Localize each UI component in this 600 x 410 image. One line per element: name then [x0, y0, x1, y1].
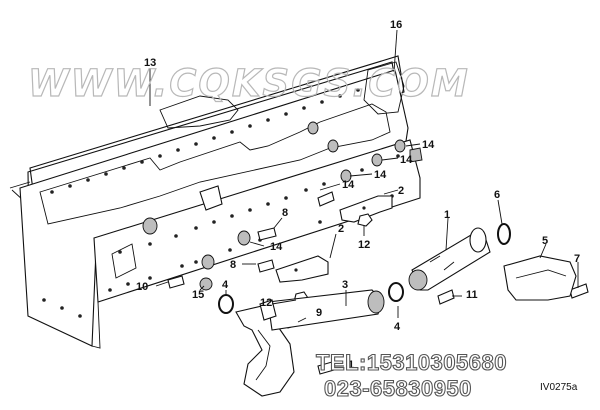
tube-3 — [235, 289, 385, 397]
fittings-8 — [257, 191, 335, 273]
watermark-text: WWW.CQKSGS.COM — [28, 62, 470, 105]
callout-2-b: 2 — [338, 223, 344, 235]
callout-14-b: 14 — [400, 154, 413, 166]
callout-4-b: 4 — [394, 321, 401, 333]
callout-3: 3 — [342, 279, 348, 291]
callout-8-b: 8 — [230, 259, 236, 271]
brackets-2 — [275, 195, 393, 283]
clamp-5 — [503, 255, 577, 301]
callout-11: 11 — [466, 289, 478, 301]
callout-13: 13 — [144, 57, 156, 69]
callout-14-d: 14 — [342, 179, 355, 191]
figure-code: IV0275a — [540, 382, 578, 393]
callout-7: 7 — [574, 253, 580, 265]
phone-number: 023-65830950 — [324, 376, 472, 401]
callout-12-a: 12 — [358, 239, 370, 251]
tube-1 — [408, 227, 491, 291]
callout-14-e: 14 — [270, 241, 283, 253]
leader-lines — [149, 29, 579, 367]
callout-9: 9 — [316, 307, 322, 319]
o-rings — [218, 223, 511, 314]
callout-2-a: 2 — [398, 185, 404, 197]
cooler-core-plate — [91, 139, 421, 349]
callout-6: 6 — [494, 189, 500, 201]
callout-1-a: 1 — [444, 209, 450, 221]
callout-16: 16 — [390, 19, 402, 31]
callout-5: 5 — [542, 235, 548, 247]
callout-14-a: 14 — [422, 139, 435, 151]
plugs-14 — [142, 121, 423, 270]
tel-number: TEL:15310305680 — [316, 350, 507, 375]
callout-10: 10 — [136, 281, 148, 293]
callout-8-a: 8 — [282, 207, 288, 219]
callout-15: 15 — [192, 289, 204, 301]
callout-4-a: 4 — [222, 279, 229, 291]
callout-12-b: 12 — [260, 297, 272, 309]
callout-1-b: 1 — [348, 359, 354, 371]
callout-labels: 13 16 14 14 14 14 2 8 14 8 2 12 1 6 5 7 … — [136, 19, 580, 371]
callout-14-c: 14 — [374, 169, 387, 181]
